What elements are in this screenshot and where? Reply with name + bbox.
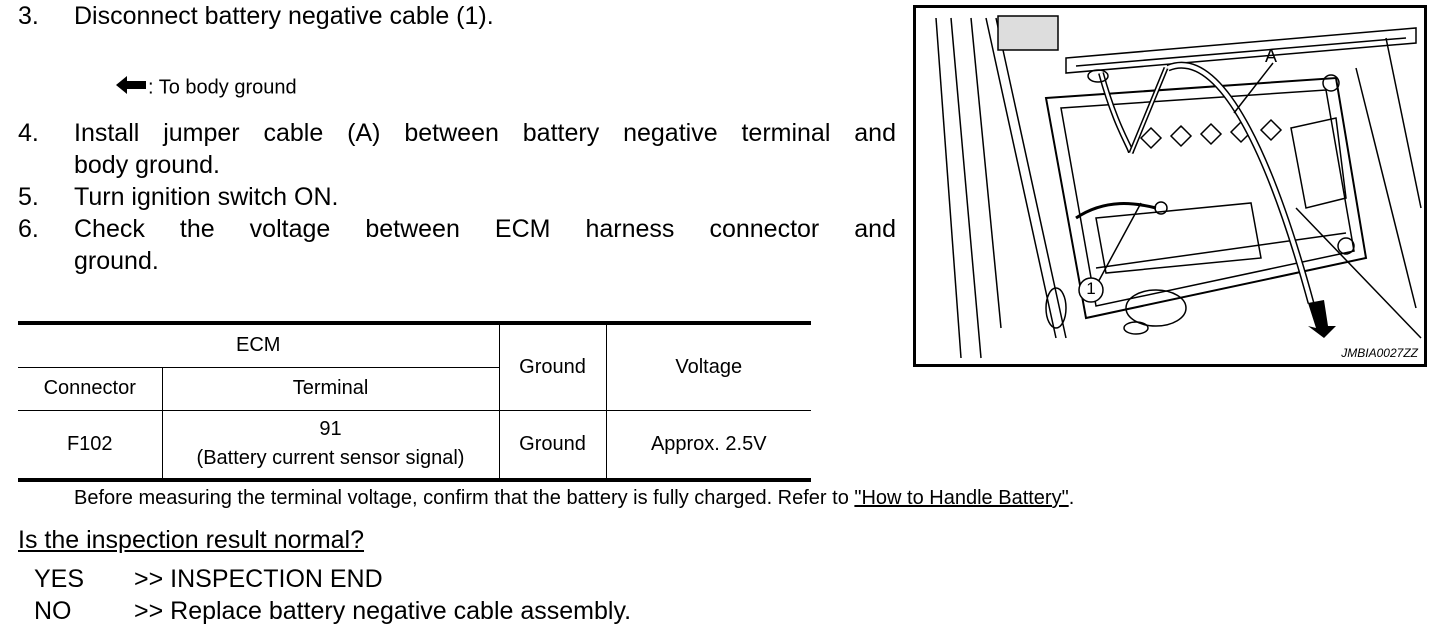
step-5: 5. Turn ignition switch ON. [18, 181, 898, 213]
header-ecm: ECM [18, 321, 500, 368]
cell-ground: Ground [499, 410, 607, 482]
cell-terminal: 91 (Battery current sensor signal) [162, 410, 500, 482]
left-arrow-icon [116, 76, 146, 100]
how-to-handle-battery-link[interactable]: "How to Handle Battery" [854, 487, 1069, 509]
note-text: Before measuring the terminal voltage, c… [74, 487, 855, 509]
step-text: Disconnect battery negative cable (1). [74, 2, 494, 30]
step-6: 6. Check the voltage between ECM harness… [18, 213, 898, 277]
answer-label: NO [34, 597, 72, 625]
inspection-question: Is the inspection result normal? [18, 526, 365, 554]
answer-text: >> Replace battery negative cable assemb… [134, 597, 632, 625]
step-text-line2: body ground. [74, 151, 220, 179]
voltage-spec-table: ECM Ground Voltage Connector Terminal F1… [18, 321, 811, 482]
header-connector: Connector [18, 367, 163, 411]
battery-note: Before measuring the terminal voltage, c… [74, 487, 1074, 510]
answer-no: NO >> Replace battery negative cable ass… [34, 597, 834, 629]
step-4: 4. Install jumper cable (A) between batt… [18, 117, 898, 181]
terminal-number: 91 [319, 418, 342, 441]
step-number: 3. [18, 2, 39, 30]
table-row: F102 91 (Battery current sensor signal) … [18, 410, 811, 482]
cell-voltage: Approx. 2.5V [606, 410, 811, 482]
answer-label: YES [34, 565, 85, 593]
step-text: Turn ignition switch ON. [74, 183, 339, 211]
step-number: 6. [18, 215, 39, 243]
cell-connector: F102 [18, 410, 163, 482]
step-number: 4. [18, 119, 39, 147]
step-text-line1: Install jumper cable (A) between battery… [74, 119, 896, 147]
label-1: 1 [1086, 279, 1096, 298]
terminal-description: (Battery current sensor signal) [196, 447, 465, 470]
answer-text: >> INSPECTION END [134, 565, 383, 593]
header-terminal: Terminal [162, 367, 500, 411]
engine-bay-drawing [935, 15, 1422, 359]
note-end: . [1068, 487, 1075, 509]
answer-yes: YES >> INSPECTION END [34, 565, 834, 597]
figure-code: JMBIA0027ZZ [1341, 346, 1418, 360]
step-number: 5. [18, 183, 39, 211]
label-a: A [1265, 46, 1278, 66]
step-3: 3. Disconnect battery negative cable (1)… [18, 0, 898, 32]
header-ground: Ground [499, 321, 607, 411]
step-text-line1: Check the voltage between ECM harness co… [74, 215, 896, 243]
header-voltage: Voltage [606, 321, 811, 411]
legend: : To body ground [116, 76, 297, 100]
legend-text: : To body ground [148, 76, 297, 99]
battery-illustration: A 1 JMBIA0027ZZ [913, 5, 1427, 367]
step-text-line2: ground. [74, 247, 159, 275]
